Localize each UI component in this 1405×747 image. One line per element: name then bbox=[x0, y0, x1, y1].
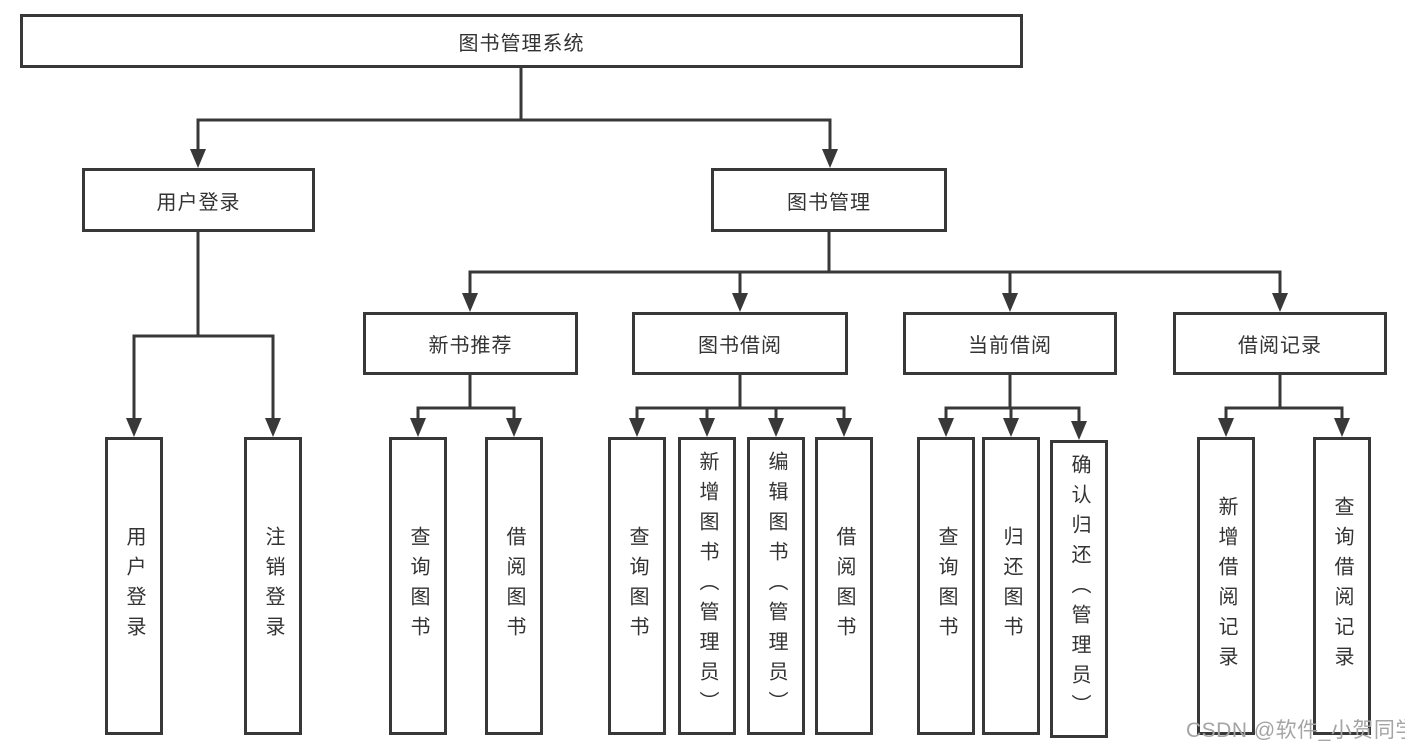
arrow-down-icon bbox=[1272, 293, 1288, 312]
node-book-management: 图书管理 bbox=[711, 168, 947, 232]
arrow-down-icon bbox=[190, 149, 206, 168]
node-book-borrowing: 图书借阅 bbox=[632, 312, 848, 375]
node-user-login-label: 用户登录 bbox=[156, 191, 241, 214]
leaf-label: 新增借阅记录 bbox=[1215, 496, 1237, 676]
node-current-borrowing-label: 当前借阅 bbox=[968, 335, 1052, 357]
connector-paths bbox=[132, 66, 1344, 423]
leaf-label: 归还图书 bbox=[1000, 526, 1022, 646]
arrow-down-icon bbox=[836, 418, 852, 437]
leaf-label: 注销登录 bbox=[262, 526, 284, 646]
leaf-label: 借阅图书 bbox=[503, 526, 525, 646]
node-book-management-label: 图书管理 bbox=[787, 191, 871, 214]
arrow-down-icon bbox=[768, 418, 784, 437]
leaf-query-books-recommend: 查询图书 bbox=[389, 437, 447, 735]
leaf-add-book-admin: 新增图书（管理员） bbox=[678, 437, 736, 735]
leaf-label: 确认归还（管理员） bbox=[1068, 454, 1090, 724]
node-current-borrowing: 当前借阅 bbox=[903, 312, 1117, 375]
leaf-label: 编辑图书（管理员） bbox=[765, 451, 787, 721]
node-user-login: 用户登录 bbox=[82, 168, 315, 232]
leaf-edit-book-admin: 编辑图书（管理员） bbox=[747, 437, 805, 735]
leaf-label: 查询图书 bbox=[626, 526, 648, 646]
arrow-down-icon bbox=[1071, 421, 1087, 440]
arrow-down-icon bbox=[506, 418, 522, 437]
leaf-query-books-current: 查询图书 bbox=[917, 437, 975, 735]
leaf-user-login: 用户登录 bbox=[105, 437, 163, 735]
arrow-down-icon bbox=[732, 293, 748, 312]
leaf-logout-login: 注销登录 bbox=[244, 437, 302, 735]
leaf-return-books: 归还图书 bbox=[982, 437, 1040, 735]
leaf-label: 借阅图书 bbox=[833, 526, 855, 646]
leaf-add-borrow-record: 新增借阅记录 bbox=[1197, 437, 1255, 735]
arrow-down-icon bbox=[629, 418, 645, 437]
leaf-confirm-return-admin: 确认归还（管理员） bbox=[1050, 440, 1108, 738]
arrow-down-icon bbox=[1003, 418, 1019, 437]
arrow-down-icon bbox=[265, 418, 281, 437]
leaf-label: 查询借阅记录 bbox=[1331, 496, 1353, 676]
node-root: 图书管理系统 bbox=[20, 14, 1023, 68]
node-borrowing-records: 借阅记录 bbox=[1173, 312, 1387, 375]
node-root-label: 图书管理系统 bbox=[458, 32, 585, 55]
arrow-down-icon bbox=[938, 418, 954, 437]
arrowheads bbox=[126, 149, 1350, 440]
node-borrowing-records-label: 借阅记录 bbox=[1238, 335, 1322, 357]
arrow-down-icon bbox=[462, 293, 478, 312]
arrow-down-icon bbox=[126, 418, 142, 437]
leaf-query-borrow-record: 查询借阅记录 bbox=[1313, 437, 1371, 735]
node-new-book-recommendation: 新书推荐 bbox=[363, 312, 578, 375]
leaf-borrow-books-recommend: 借阅图书 bbox=[485, 437, 543, 735]
arrow-down-icon bbox=[1218, 418, 1234, 437]
leaf-label: 查询图书 bbox=[407, 526, 429, 646]
arrow-down-icon bbox=[699, 418, 715, 437]
leaf-borrow-books-borrowing: 借阅图书 bbox=[815, 437, 873, 735]
leaf-label: 查询图书 bbox=[935, 526, 957, 646]
leaf-label: 用户登录 bbox=[123, 526, 145, 646]
watermark: CSDN @软件_小贺同学 bbox=[1186, 719, 1405, 742]
arrow-down-icon bbox=[822, 149, 838, 168]
leaf-label: 新增图书（管理员） bbox=[696, 451, 718, 721]
node-book-borrowing-label: 图书借阅 bbox=[698, 335, 782, 357]
arrow-down-icon bbox=[1334, 418, 1350, 437]
arrow-down-icon bbox=[1002, 293, 1018, 312]
leaf-query-books-borrowing: 查询图书 bbox=[608, 437, 666, 735]
arrow-down-icon bbox=[410, 418, 426, 437]
node-new-book-recommendation-label: 新书推荐 bbox=[428, 335, 513, 357]
